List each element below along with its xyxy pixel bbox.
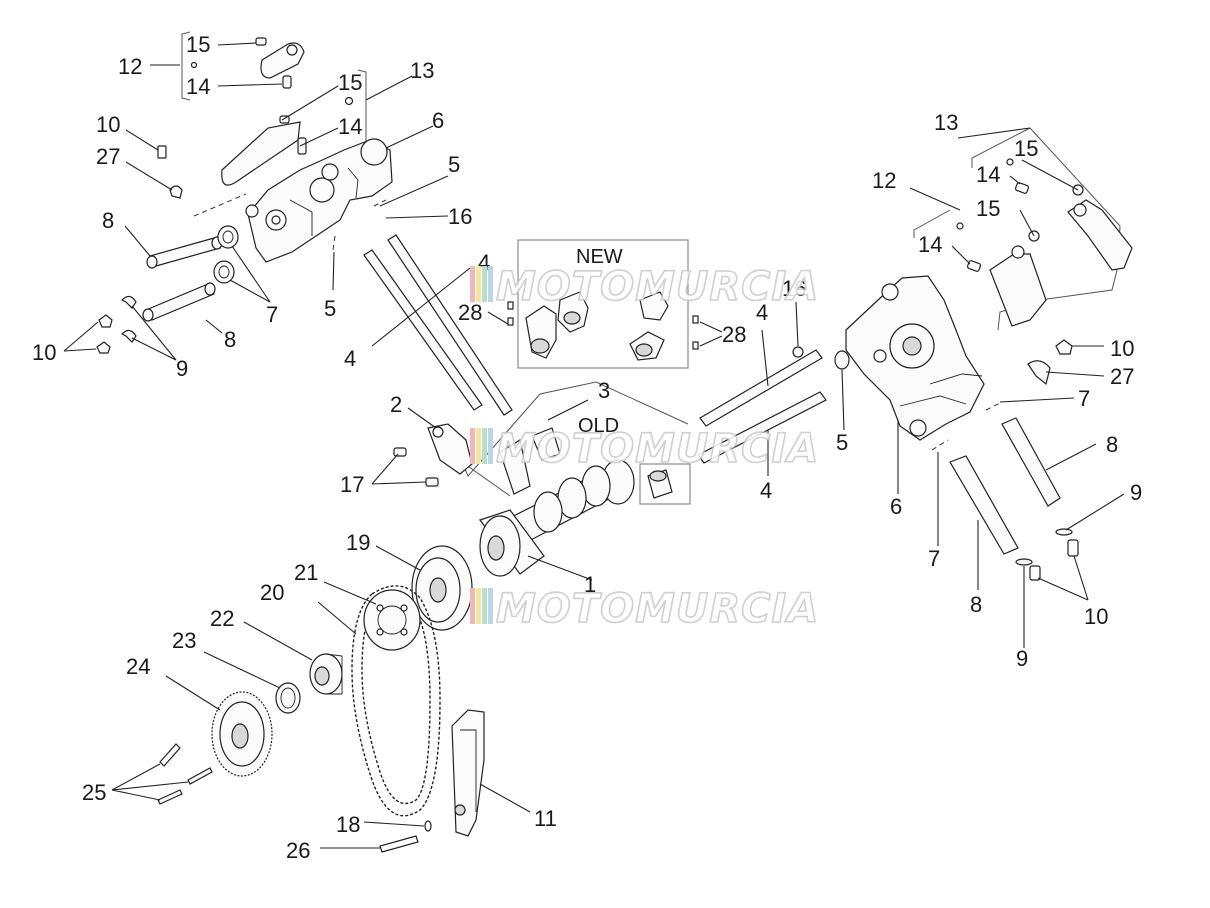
callout-7-b: 7 [1078,386,1090,411]
callout-24: 24 [126,654,150,679]
new-box-label: NEW [576,246,623,268]
callout-21: 21 [294,560,318,585]
callout-5-b: 5 [324,296,336,321]
wm-stripe [488,588,493,624]
callout-23: 23 [172,628,196,653]
breather-bracket [371,407,473,487]
callout-13-a: 13 [410,58,434,83]
callout-7-c: 7 [928,546,940,571]
callout-4-c: 4 [756,300,768,325]
callout-14-b: 14 [338,114,362,139]
callout-10-a: 10 [96,112,120,137]
callout-16-b: 16 [782,276,806,301]
callout-14-d: 14 [918,232,942,257]
old-box-label: OLD [578,415,619,437]
callout-4-d: 4 [760,478,772,503]
callout-9-a: 9 [176,356,188,381]
callout-15-a: 15 [186,32,210,57]
callout-9-c: 9 [1016,646,1028,671]
wm-stripe [476,266,481,302]
callout-19: 19 [346,530,370,555]
callout-27-a: 27 [96,144,120,169]
wm-stripe [482,588,487,624]
callout-5-c: 5 [836,430,848,455]
callout-13-b: 13 [934,110,958,135]
callout-25: 25 [82,780,106,805]
timing-drive [317,545,473,817]
callout-10-d: 10 [1084,604,1108,629]
wm-stripe [488,428,493,464]
callout-3: 3 [598,378,610,403]
left-leader-lines [63,42,449,361]
chain-tensioner [320,709,531,853]
wm-stripe [482,266,487,302]
callout-6-b: 6 [890,494,902,519]
watermark-bottom: MOTOMURCIA [470,585,819,633]
wm-stripe [488,266,493,302]
wm-stripe [482,428,487,464]
callout-4-a: 4 [478,250,490,275]
callout-8-c: 8 [1106,432,1118,457]
watermark-text: MOTOMURCIA [496,264,819,310]
callout-11: 11 [534,806,557,831]
old-parts-box: OLD [461,381,691,505]
right-leader-lines [795,127,1125,648]
callout-9-b: 9 [1130,480,1142,505]
callout-12-a: 12 [118,54,142,79]
watermark-text: MOTOMURCIA [496,426,819,472]
callout-16-a: 16 [448,204,472,229]
watermark-top: MOTOMURCIA [470,263,819,311]
callout-17: 17 [340,472,364,497]
callout-14-a: 14 [186,74,210,99]
callout-15-b: 15 [338,70,362,95]
camshaft [479,459,635,581]
callout-2: 2 [390,392,402,417]
callout-5-a: 5 [448,152,460,177]
callout-10-b: 10 [32,340,56,365]
callout-numbers: 1 2 3 4 4 4 4 5 5 5 6 6 7 7 7 8 8 8 8 9 … [32,32,1142,863]
pushrods [363,234,827,476]
callout-8-a: 8 [102,208,114,233]
callout-18: 18 [336,812,360,837]
wm-stripe [470,266,475,302]
new-parts-box: NEW [487,239,723,369]
right-rocker-assembly [792,127,1133,581]
callout-7-a: 7 [266,302,278,327]
crank-gear-assembly [111,621,343,805]
watermark-text: MOTOMURCIA [496,586,819,632]
callout-12-b: 12 [872,168,896,193]
callout-15-d: 15 [976,196,1000,221]
callout-14-c: 14 [976,162,1000,187]
callout-4-b: 4 [344,346,356,371]
callout-27-b: 27 [1110,364,1134,389]
watermark-middle: MOTOMURCIA [470,425,819,473]
callout-8-d: 8 [970,592,982,617]
callout-28-a: 28 [458,300,482,325]
wm-stripe [476,588,481,624]
callout-26: 26 [286,838,310,863]
callout-22: 22 [210,606,234,631]
callout-1: 1 [584,572,596,597]
callout-20: 20 [260,580,284,605]
wm-stripe [476,428,481,464]
wm-stripe [470,588,475,624]
left-rocker-assembly [96,31,393,354]
callout-8-b: 8 [224,327,236,352]
callout-10-c: 10 [1110,336,1134,361]
wm-stripe [470,428,475,464]
callout-6-a: 6 [432,108,444,133]
callout-28-b: 28 [722,322,746,347]
callout-15-c: 15 [1014,136,1038,161]
